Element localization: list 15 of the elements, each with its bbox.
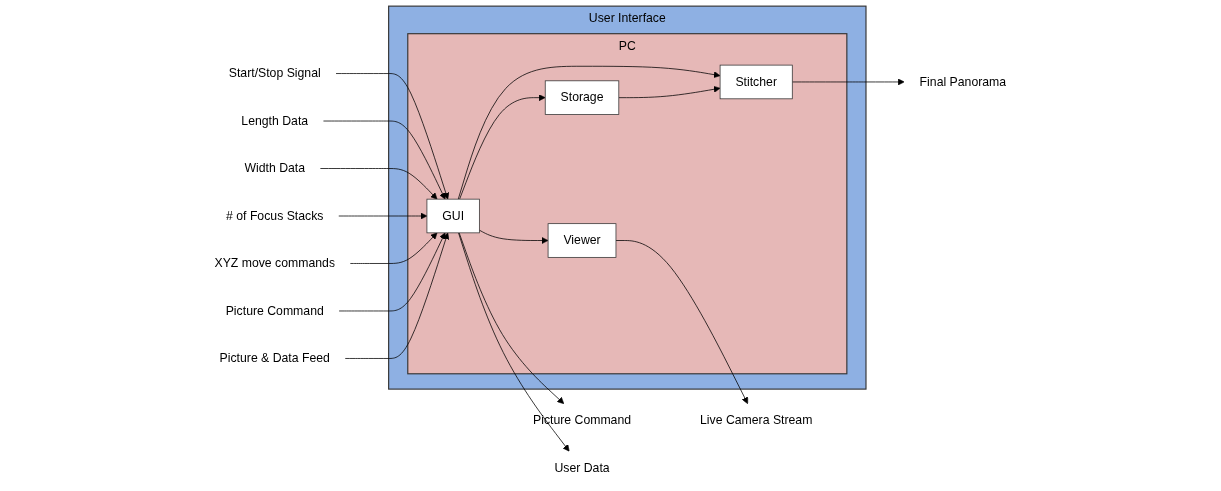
node-box: Storage xyxy=(545,80,620,115)
node-box: Stitcher xyxy=(719,64,793,100)
node-text: Live Camera Stream xyxy=(700,413,813,427)
node-text: # of Focus Stacks xyxy=(226,209,324,223)
node-text: Picture Command xyxy=(225,304,324,318)
node-text: Start/Stop Signal xyxy=(228,66,321,80)
node-text: Picture Command xyxy=(533,413,632,427)
node-text: Length Data xyxy=(241,114,309,128)
node-text: Final Panorama xyxy=(919,75,1007,89)
node-box: Viewer xyxy=(547,223,617,258)
node-text: Width Data xyxy=(244,161,306,175)
node-box: GUI xyxy=(426,198,480,234)
node-text: User Data xyxy=(554,461,610,475)
node-text: XYZ move commands xyxy=(214,256,336,270)
node-text: Picture & Data Feed xyxy=(219,351,331,365)
